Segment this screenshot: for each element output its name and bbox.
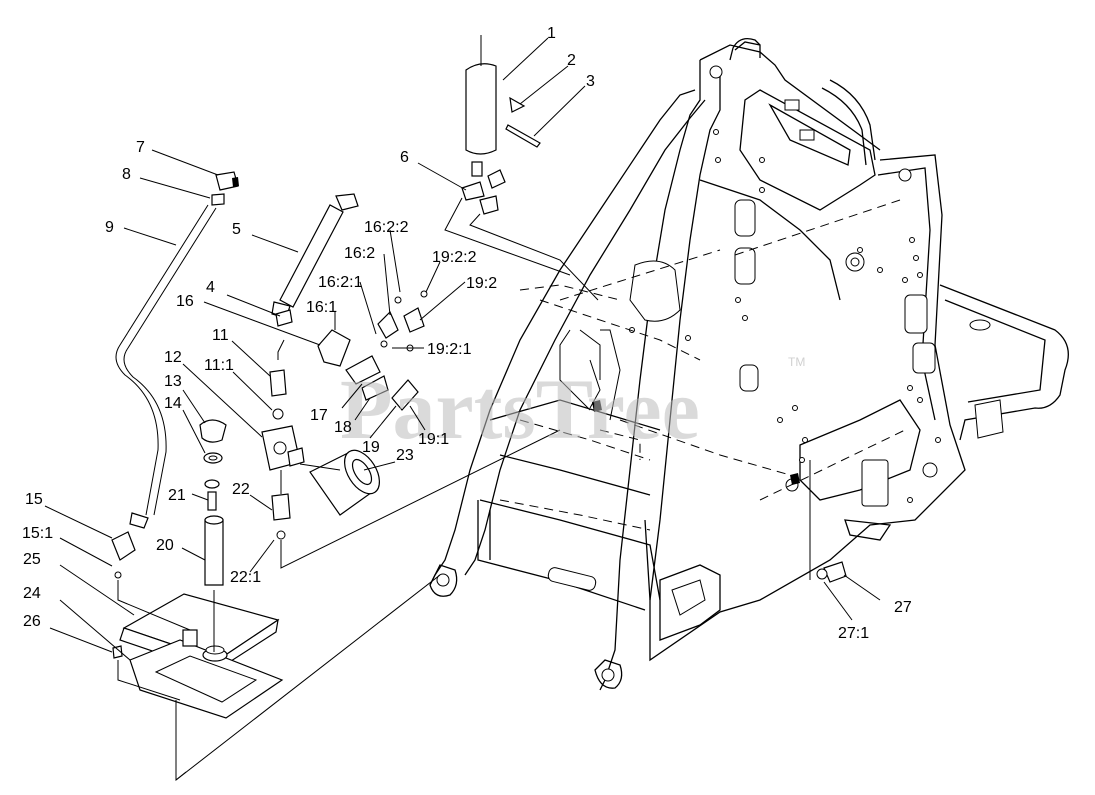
part-21-pin: [207, 491, 217, 511]
callout-13: 13: [164, 373, 182, 390]
callout-18: 18: [334, 419, 352, 436]
partstree-watermark: PartsTree TM: [340, 355, 805, 457]
svg-text:TM: TM: [788, 355, 805, 369]
callout-14: 14: [164, 395, 182, 412]
part-9-hose: [115, 204, 209, 516]
callout-15-1: 15:1: [22, 525, 53, 542]
callout-16: 16: [176, 293, 194, 310]
part-25-boss: [182, 629, 198, 647]
part-27-1-oring: [816, 568, 828, 580]
callout-12: 12: [164, 349, 182, 366]
callout-7: 7: [136, 139, 145, 156]
part-18-fitting: [361, 375, 389, 401]
callout-19-2-1: 19:2:1: [427, 341, 472, 358]
part-16-valve: [317, 329, 351, 367]
part-1-sleeve: [465, 63, 497, 155]
frame-rivet-holes: [629, 129, 941, 503]
callout-20: 20: [156, 537, 174, 554]
callout-6: 6: [400, 149, 409, 166]
parts: [111, 35, 847, 782]
callout-19-1: 19:1: [418, 431, 449, 448]
callout-24: 24: [23, 585, 41, 602]
callout-22: 22: [232, 481, 250, 498]
callout-16-2-1: 16:2:1: [318, 274, 363, 291]
part-5-cylinder: [279, 204, 344, 308]
callout-3: 3: [586, 73, 595, 90]
callout-15: 15: [25, 491, 43, 508]
callout-21: 21: [168, 487, 186, 504]
callout-9: 9: [105, 219, 114, 236]
callout-2: 2: [567, 52, 576, 69]
callout-11: 11: [212, 327, 229, 344]
part-6-fitting-a: [471, 161, 483, 177]
callout-26: 26: [23, 613, 41, 630]
callout-22-1: 22:1: [230, 569, 261, 586]
part-4-fitting: [275, 309, 293, 327]
part-6-fitting-b: [461, 181, 485, 201]
callout-17: 17: [310, 407, 328, 424]
part-27-plug: [823, 561, 847, 583]
part-15-1-oring: [114, 571, 122, 579]
part-19-fitting: [391, 379, 419, 411]
callout-labels: 1 2 3 4 5 6 7 8 9 11 11:1 12 13 14 15 15…: [22, 25, 912, 642]
part-8-fitting: [211, 193, 225, 206]
callout-4: 4: [206, 279, 215, 296]
part-13-cap: [199, 419, 227, 443]
part-11-1-oring: [272, 408, 284, 420]
part-19-2-fitting: [403, 307, 425, 333]
part-26-screw: [112, 645, 123, 659]
part-16-2-fitting: [377, 310, 399, 339]
callout-16-2-2: 16:2:2: [364, 219, 409, 236]
callout-23: 23: [396, 447, 414, 464]
part-20-tube: [204, 519, 224, 586]
callout-1: 1: [547, 25, 556, 42]
part-22-fitting: [271, 493, 291, 521]
part-21-washer: [204, 479, 220, 489]
callout-19-2-2: 19:2:2: [432, 249, 477, 266]
callout-25: 25: [23, 551, 41, 568]
callout-19: 19: [362, 439, 380, 456]
part-3-pin: [505, 124, 541, 148]
part-2-clip: [509, 96, 526, 113]
callout-leaders: [44, 37, 881, 661]
callout-11-1: 11:1: [204, 357, 234, 374]
machine-frame: [429, 37, 1069, 691]
part-17-fitting: [345, 355, 381, 385]
part-22-1-oring: [276, 530, 286, 540]
part-15-elbow: [111, 531, 136, 561]
callout-19-2: 19:2: [466, 275, 497, 292]
part-11-adapter: [269, 369, 287, 397]
callout-27: 27: [894, 599, 912, 616]
callout-16-2: 16:2: [344, 245, 375, 262]
callout-5: 5: [232, 221, 241, 238]
callout-16-1: 16:1: [306, 299, 337, 316]
callout-27-1: 27:1: [838, 625, 869, 642]
svg-text:PartsTree: PartsTree: [340, 361, 700, 457]
callout-8: 8: [122, 166, 131, 183]
